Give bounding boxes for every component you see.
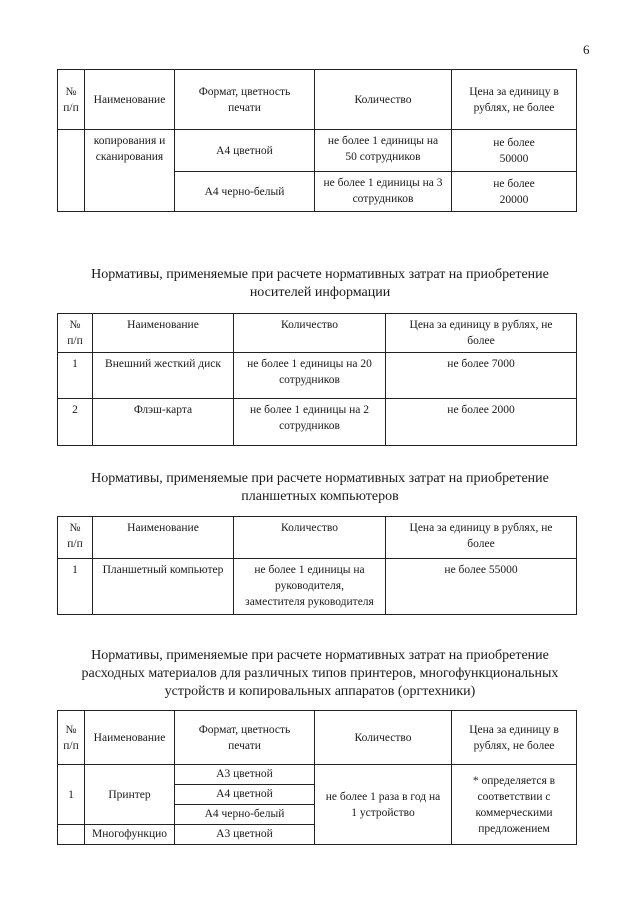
- cell-format: А3 цветной: [174, 824, 315, 845]
- cell-num: [57, 824, 85, 845]
- cell-format: А4 цветной: [174, 129, 315, 172]
- header-quantity: Количество: [233, 313, 386, 353]
- header-quantity: Количество: [314, 69, 452, 130]
- cell-format: А3 цветной: [174, 764, 315, 785]
- cell-num: 1: [57, 352, 93, 399]
- header-name: Наименование: [92, 516, 234, 559]
- cell-name: Внешний жесткий диск: [92, 352, 234, 399]
- cell-price: не более 2000: [385, 398, 577, 446]
- cell-name-printer: Принтер: [84, 764, 175, 825]
- cell-num: 1: [57, 558, 93, 615]
- header-name: Наименование: [92, 313, 234, 353]
- cell-format: А4 черно-белый: [174, 171, 315, 212]
- cell-format: А4 черно-белый: [174, 804, 315, 825]
- cell-name-mfu: Многофункцио: [84, 824, 175, 845]
- cell-price: не более 7000: [385, 352, 577, 399]
- header-quantity: Количество: [233, 516, 386, 559]
- cell-num: [57, 129, 85, 212]
- header-quantity: Количество: [314, 710, 452, 765]
- header-name: Наименование: [84, 710, 175, 765]
- section-heading-consumables: Нормативы, применяемые при расчете норма…: [81, 648, 559, 699]
- cell-format: А4 цветной: [174, 784, 315, 805]
- section-heading-tablets: Нормативы, применяемые при расчете норма…: [91, 471, 549, 504]
- page-number: 6: [583, 42, 590, 57]
- header-name: Наименование: [84, 69, 175, 130]
- section-heading-storage: Нормативы, применяемые при расчете норма…: [91, 267, 549, 300]
- cell-name: Планшетный компьютер: [92, 558, 234, 615]
- cell-name: Флэш-карта: [92, 398, 234, 446]
- cell-num: 1: [57, 764, 85, 825]
- cell-num: 2: [57, 398, 93, 446]
- cell-price: не более 55000: [385, 558, 577, 615]
